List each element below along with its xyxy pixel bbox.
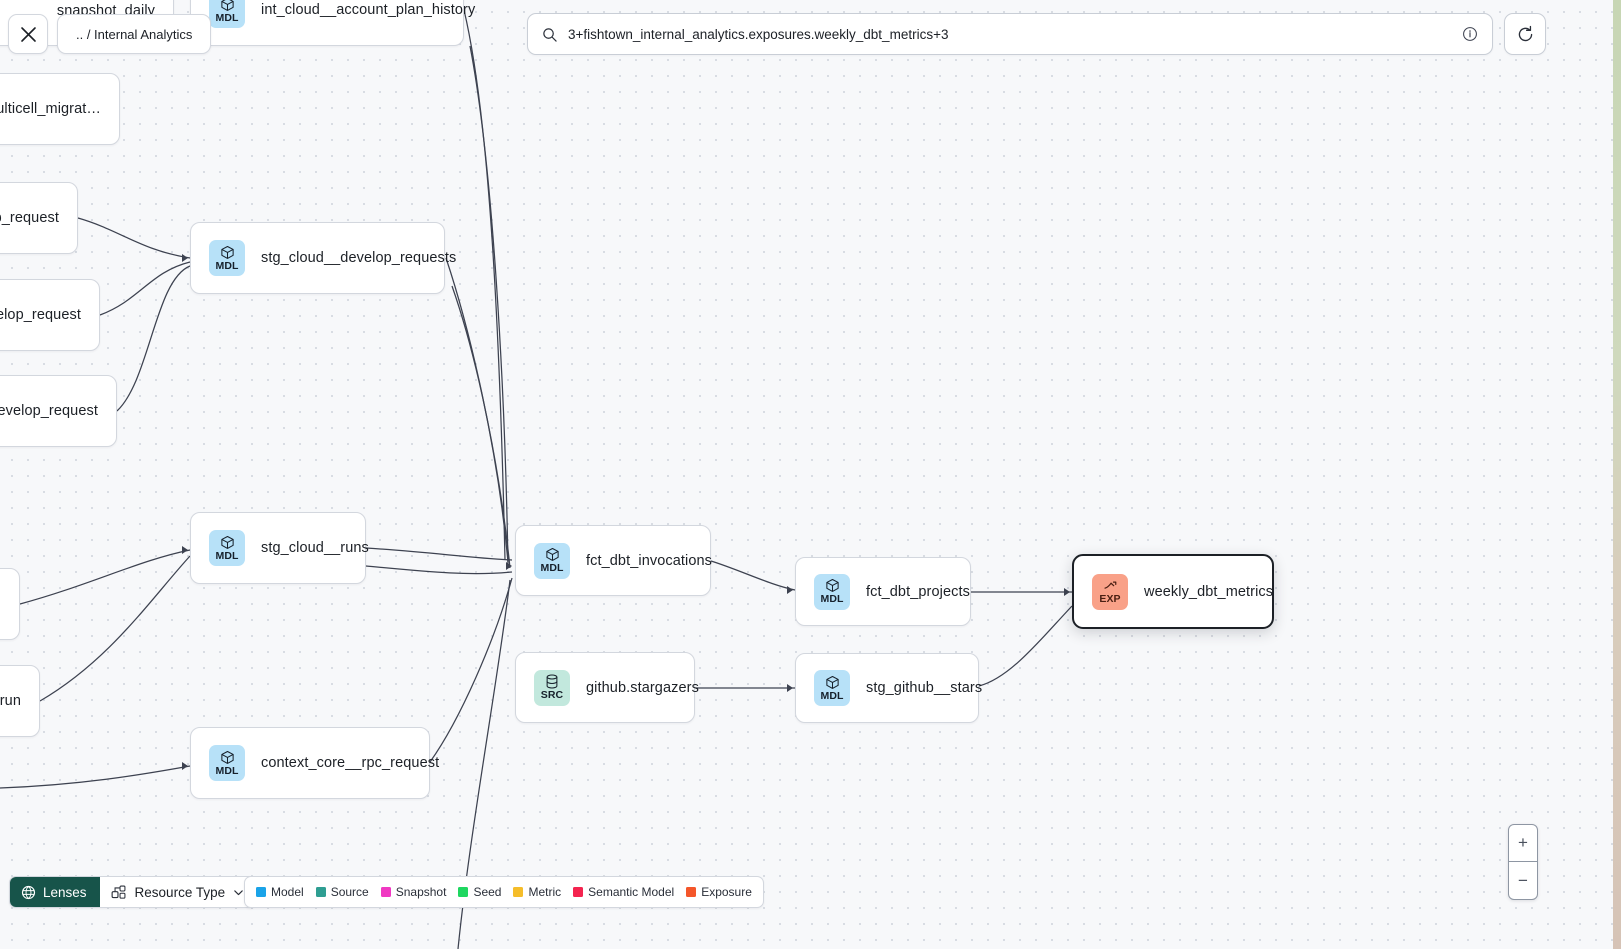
node-label: op_request: [0, 210, 59, 226]
node-type-badge-src: SRC: [534, 669, 570, 706]
legend-item-model[interactable]: Model: [256, 885, 304, 899]
cube-icon-label: MDL: [540, 562, 564, 575]
legend-item-seed[interactable]: Seed: [458, 885, 501, 899]
cube-icon-label: MDL: [820, 593, 844, 606]
refresh-icon: [1518, 25, 1532, 41]
node-label: stg_cloud__develop_requests: [261, 250, 457, 266]
cube-icon-label: MDL: [820, 689, 844, 702]
search-bar[interactable]: [527, 13, 1493, 55]
chart-line-icon-label: EXP: [1099, 593, 1121, 606]
node-label: fct_dbt_invocations: [586, 552, 713, 569]
node-type-badge-mdl: MDL: [209, 745, 245, 781]
resource-type-label: Resource Type: [134, 884, 226, 900]
refresh-button[interactable]: [1504, 13, 1546, 55]
legend-label: Exposure: [701, 885, 752, 899]
node-label: _develop_request: [0, 403, 98, 419]
node-type-badge-exp: EXP: [1092, 573, 1128, 610]
legend-item-metric[interactable]: Metric: [513, 885, 561, 899]
lenses-label: Lenses: [43, 884, 87, 900]
database-icon-label: SRC: [540, 689, 564, 702]
legend-item-semantic-model[interactable]: Semantic Model: [573, 885, 674, 899]
cube-icon-label: MDL: [215, 549, 239, 562]
graph-node-left-partial-run[interactable]: .run: [0, 665, 40, 737]
graph-node-stg-cloud-runs[interactable]: MDL stg_cloud__runs: [190, 512, 369, 584]
legend-item-exposure[interactable]: Exposure: [686, 885, 752, 899]
close-button[interactable]: [8, 14, 48, 54]
cube-icon-label: MDL: [215, 11, 239, 24]
legend-label: Source: [330, 885, 369, 899]
node-type-badge-mdl: MDL: [814, 573, 850, 610]
graph-node-dev-request-c[interactable]: _develop_request: [0, 375, 117, 447]
legend-item-source[interactable]: Source: [315, 885, 369, 899]
breadcrumb-label: .. / Internal Analytics: [76, 26, 193, 42]
graph-node-fct-dbt-invocations[interactable]: MDL fct_dbt_invocations: [515, 525, 713, 596]
legend-swatch: [380, 887, 391, 897]
node-label: stg_cloud__runs: [261, 540, 369, 556]
legend-label: Model: [271, 885, 304, 899]
resource-type-legend: Model Source Snapshot Seed Metric Semantic Mo…: [244, 876, 764, 908]
search-icon: [543, 27, 557, 42]
resource-type-button[interactable]: Resource Type: [99, 877, 256, 907]
node-label: multicell_migrat…: [0, 101, 101, 117]
legend-swatch: [256, 887, 266, 897]
graph-node-weekly-dbt-metrics[interactable]: EXP weekly_dbt_metrics: [1072, 554, 1274, 629]
node-label: github.stargazers: [586, 679, 699, 696]
graph-node-int-cloud-acct[interactable]: MDL int_cloud__account_plan_history: [190, 0, 475, 46]
node-label: int_cloud__account_plan_history: [261, 2, 476, 18]
legend-swatch: [315, 887, 326, 897]
node-label: fct_dbt_projects: [866, 583, 970, 600]
lens-controls: Lenses Resource Type: [9, 876, 257, 908]
legend-label: Metric: [528, 885, 562, 899]
legend-swatch: [686, 887, 697, 897]
legend-swatch: [573, 887, 584, 897]
zoom-out-button[interactable]: −: [1518, 870, 1528, 890]
graph-node-dev-request-a[interactable]: op_request: [0, 182, 78, 254]
node-type-badge-mdl: MDL: [209, 240, 245, 276]
cube-icon-label: MDL: [215, 259, 239, 272]
legend-label: Snapshot: [395, 885, 447, 899]
info-icon[interactable]: [1462, 26, 1478, 42]
page-edge-sliver: [1613, 0, 1621, 949]
node-label: context_core__rpc_request: [261, 755, 440, 771]
graph-node-fct-dbt-projects[interactable]: MDL fct_dbt_projects: [795, 557, 971, 626]
chevron-down-icon: [234, 889, 243, 895]
zoom-controls: + −: [1508, 824, 1538, 900]
legend-swatch: [513, 887, 524, 897]
node-type-badge-mdl: MDL: [534, 542, 570, 579]
legend-item-snapshot[interactable]: Snapshot: [380, 885, 447, 899]
legend-label: Seed: [473, 885, 502, 899]
legend-label: Semantic Model: [588, 885, 675, 899]
node-label: stg_github__stars: [866, 680, 983, 696]
lenses-icon: [21, 885, 36, 899]
node-type-badge-mdl: MDL: [209, 0, 245, 28]
graph-node-multicell[interactable]: multicell_migrat…: [0, 73, 120, 145]
cube-icon-label: MDL: [215, 764, 239, 777]
node-type-badge-mdl: MDL: [209, 530, 245, 566]
graph-node-context-core-rpc[interactable]: MDL context_core__rpc_request: [190, 727, 439, 799]
search-input[interactable]: [568, 26, 1451, 42]
resource-type-icon: [111, 885, 125, 899]
node-label: velop_request: [0, 307, 81, 323]
graph-node-stg-cloud-dev[interactable]: MDL stg_cloud__develop_requests: [190, 222, 456, 294]
graph-node-github-stargazers[interactable]: SRC github.stargazers: [515, 652, 699, 723]
graph-node-left-partial-n[interactable]: n: [0, 568, 20, 640]
lenses-button[interactable]: Lenses: [10, 877, 100, 907]
node-label: weekly_dbt_metrics: [1144, 583, 1274, 600]
legend-swatch: [458, 887, 469, 897]
node-type-badge-mdl: MDL: [814, 670, 850, 706]
close-icon: [20, 26, 36, 42]
node-label: n: [0, 596, 1, 612]
zoom-in-button[interactable]: +: [1509, 825, 1537, 862]
graph-node-dev-request-b[interactable]: velop_request: [0, 279, 100, 351]
graph-node-stg-github-stars[interactable]: MDL stg_github__stars: [795, 653, 983, 723]
node-label: .run: [0, 693, 21, 709]
breadcrumb[interactable]: .. / Internal Analytics: [57, 14, 212, 54]
